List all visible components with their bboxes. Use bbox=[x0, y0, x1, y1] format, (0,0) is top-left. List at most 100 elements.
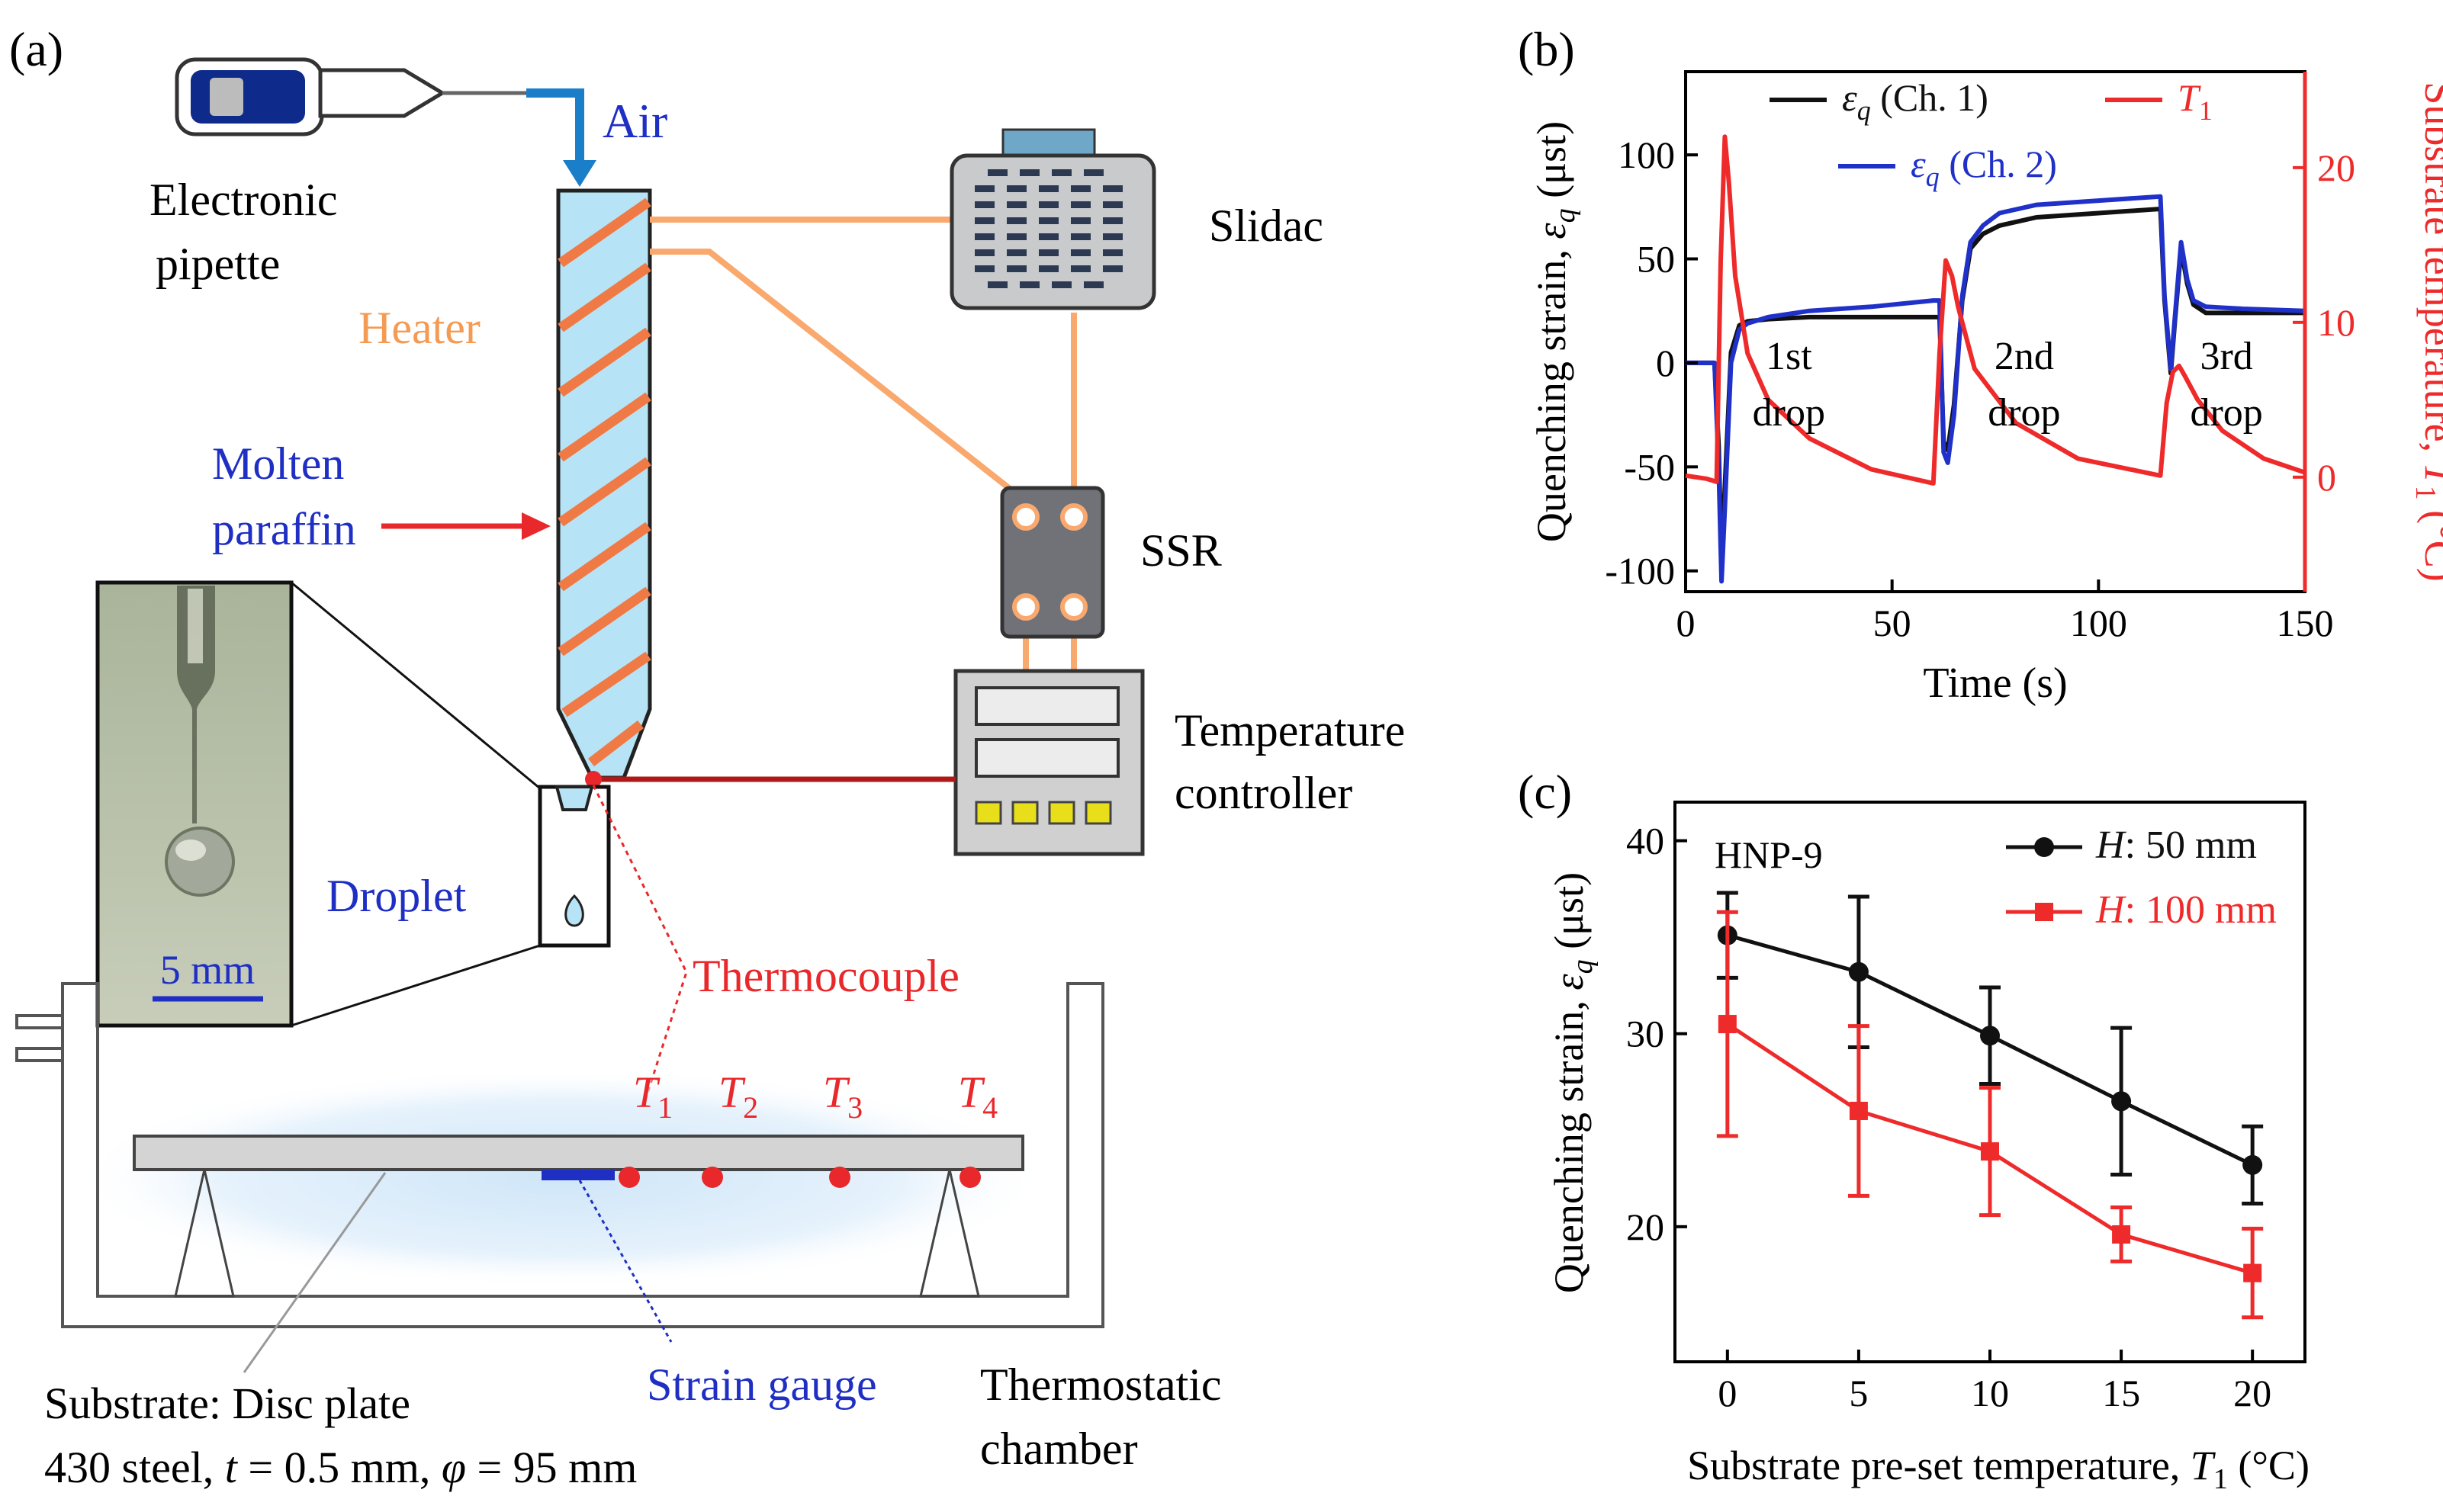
panel-a: (a) Air Electronic pipette bbox=[9, 22, 1405, 1492]
panel-c-tag: (c) bbox=[1518, 765, 1572, 819]
substrate-label-1: Substrate: Disc plate bbox=[44, 1379, 410, 1428]
panel-c-sample-label: HNP-9 bbox=[1715, 833, 1823, 876]
electronic-pipette-icon bbox=[175, 57, 526, 136]
strain-gauge-leader bbox=[578, 1180, 673, 1343]
slidac-vent bbox=[1007, 233, 1027, 240]
tc-label-2: controller bbox=[1175, 768, 1352, 818]
slidac-vent bbox=[1039, 185, 1059, 192]
heater-label: Heater bbox=[358, 303, 481, 353]
strain-gauge-label: Strain gauge bbox=[647, 1360, 877, 1410]
slidac-vent bbox=[1020, 169, 1040, 176]
x-tick-label: 150 bbox=[2277, 602, 2334, 644]
strain-gauge-icon bbox=[542, 1170, 615, 1180]
x-tick-label: 0 bbox=[1718, 1372, 1737, 1414]
slidac-vent bbox=[1052, 281, 1072, 288]
t1-label: T1 bbox=[633, 1067, 673, 1125]
pipette-label-1: Electronic bbox=[149, 175, 338, 225]
x-tick-label: 50 bbox=[1873, 602, 1911, 644]
data-point bbox=[1849, 1101, 1868, 1120]
slidac-vent bbox=[975, 217, 995, 224]
slidac-label: Slidac bbox=[1209, 201, 1323, 251]
y-tick-label-left: 100 bbox=[1618, 133, 1675, 176]
molten-label-2: paraffin bbox=[212, 504, 356, 554]
drop-annotation: 2nd bbox=[1995, 335, 2054, 378]
slidac-vent bbox=[1084, 169, 1104, 176]
slidac-vent bbox=[1071, 265, 1091, 272]
slidac-vent bbox=[1084, 281, 1104, 288]
zoom-line-bottom bbox=[291, 944, 541, 1027]
slidac-vent bbox=[1071, 201, 1091, 208]
t4-label: T4 bbox=[958, 1067, 998, 1125]
legend-marker bbox=[2034, 837, 2054, 857]
y-tick-label: 40 bbox=[1626, 820, 1664, 862]
y-tick-label-right: 10 bbox=[2317, 301, 2355, 344]
slidac-vent bbox=[1020, 281, 1040, 288]
data-point bbox=[2242, 1154, 2263, 1175]
slidac-vent bbox=[975, 201, 995, 208]
drop-annotation: 3rd bbox=[2200, 335, 2252, 378]
slidac-vent bbox=[988, 281, 1008, 288]
y-tick-label: 20 bbox=[1626, 1205, 1664, 1248]
slidac-vent bbox=[1071, 249, 1091, 256]
air-line-icon bbox=[526, 88, 584, 164]
slidac-vent bbox=[1071, 233, 1091, 240]
legend-label: εq (Ch. 2) bbox=[1911, 143, 2057, 192]
slidac-vent bbox=[1052, 169, 1072, 176]
y-tick-label-left: -100 bbox=[1605, 550, 1675, 592]
slidac-vent bbox=[1007, 217, 1027, 224]
chamber-label-1: Thermostatic bbox=[980, 1360, 1222, 1410]
legend-label: H: 50 mm bbox=[2095, 823, 2257, 867]
panel-c-xlabel: Substrate pre-set temperature, T1 (°C) bbox=[1687, 1443, 2310, 1495]
slidac-vent bbox=[1103, 185, 1123, 192]
y-tick-label-left: 50 bbox=[1637, 238, 1675, 281]
slidac-vent bbox=[1103, 265, 1123, 272]
panel-c-plot bbox=[1716, 891, 2264, 1320]
slidac-vent bbox=[1007, 201, 1027, 208]
drop-annotation: drop bbox=[2190, 391, 2262, 435]
slidac-vent bbox=[1039, 201, 1059, 208]
tc-label-1: Temperature bbox=[1175, 705, 1405, 756]
t2-dot bbox=[702, 1167, 723, 1188]
data-point bbox=[2112, 1225, 2131, 1244]
slidac-vent bbox=[1007, 249, 1027, 256]
slidac-vent bbox=[1007, 185, 1027, 192]
panel-b-xlabel: Time (s) bbox=[1923, 660, 2067, 707]
ssr-label: SSR bbox=[1140, 525, 1222, 576]
chamber-icon bbox=[15, 982, 1104, 1328]
legend-marker bbox=[2035, 903, 2053, 921]
slidac-vent bbox=[1007, 265, 1027, 272]
air-arrow-icon bbox=[563, 160, 596, 187]
data-point bbox=[2243, 1263, 2262, 1282]
data-point bbox=[1980, 1026, 2000, 1046]
substrate-plate bbox=[133, 1135, 1024, 1171]
series-line-0 bbox=[1686, 207, 2305, 563]
panel-c-legend: H: 50 mmH: 100 mm bbox=[2006, 823, 2277, 932]
legend-label: T1 bbox=[2178, 76, 2213, 126]
air-label: Air bbox=[603, 94, 667, 148]
panel-c-ylabel: Quenching strain, εq (μst) bbox=[1546, 872, 1599, 1293]
thermocouple-label: Thermocouple bbox=[693, 951, 960, 1001]
drop-annotation: drop bbox=[1988, 391, 2060, 435]
slidac-vent bbox=[975, 185, 995, 192]
data-point bbox=[1981, 1142, 1999, 1161]
y-tick-label-right: 20 bbox=[2317, 146, 2355, 189]
molten-arrow-icon bbox=[522, 512, 551, 540]
y-tick-label: 30 bbox=[1626, 1013, 1664, 1055]
heater-coil-icon bbox=[558, 197, 651, 767]
panel-b-tag: (b) bbox=[1518, 22, 1575, 76]
t3-dot bbox=[829, 1167, 850, 1188]
panel-b-ylabel-right: Substrate temperature, T1 (°C) bbox=[2409, 82, 2443, 581]
x-tick-label: 100 bbox=[2070, 602, 2127, 644]
x-tick-label: 0 bbox=[1676, 602, 1696, 644]
droplet-label: Droplet bbox=[326, 871, 467, 921]
series-line-1 bbox=[1686, 194, 2306, 584]
molten-label-1: Molten bbox=[212, 438, 344, 489]
slidac-vent bbox=[1103, 217, 1123, 224]
t2-label: T2 bbox=[718, 1067, 758, 1125]
slidac-vent bbox=[1103, 233, 1123, 240]
